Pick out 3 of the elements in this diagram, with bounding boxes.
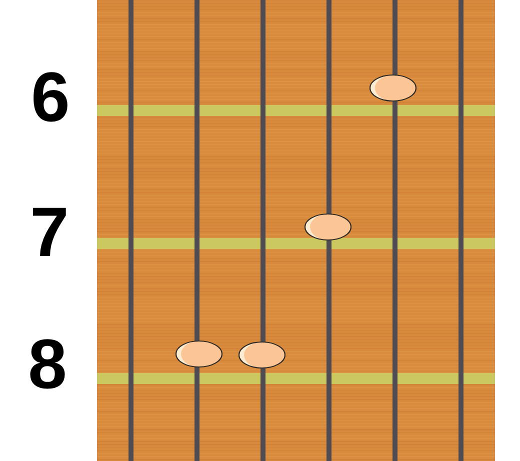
fret-number: 6 bbox=[31, 71, 70, 123]
fret-number: 8 bbox=[28, 338, 67, 390]
fret-number: 7 bbox=[30, 206, 69, 258]
